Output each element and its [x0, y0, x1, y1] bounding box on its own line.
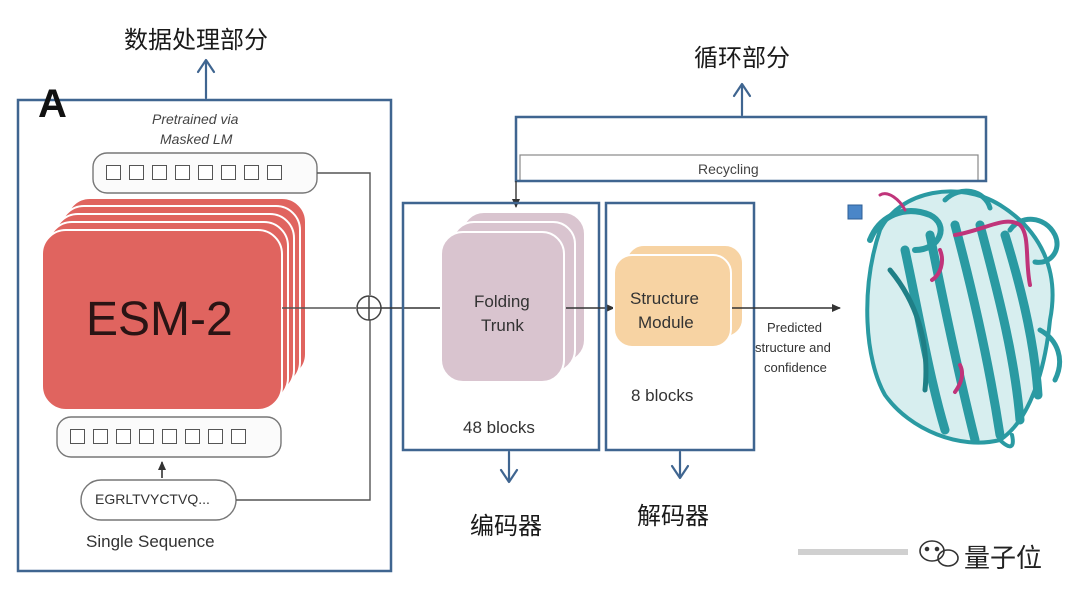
encoder-down-arrow: [499, 450, 519, 484]
trunk-blocks: 48 blocks: [463, 418, 535, 437]
recycling-up-arrow: [732, 82, 752, 117]
output-line1: Predicted: [767, 320, 822, 335]
decoder-down-arrow: [670, 450, 690, 480]
data-processing-frame: [16, 98, 393, 573]
token-cell: [221, 165, 236, 180]
panel-letter: A: [38, 82, 67, 126]
combine-plus-icon: [356, 295, 382, 321]
watermark-text: 量子位: [964, 543, 1043, 573]
single-sequence-label: Single Sequence: [86, 532, 215, 551]
sequence-connector: [236, 320, 371, 501]
output-line3: confidence: [764, 360, 827, 375]
trunk-line1: Folding: [474, 292, 530, 311]
protein-structure-image: [865, 188, 1063, 449]
token-cell: [106, 165, 121, 180]
faded-caption-fragment: [798, 549, 908, 555]
recycling-frame: [514, 115, 988, 183]
token-cell: [129, 165, 144, 180]
esm2-label: ESM-2: [86, 293, 233, 346]
token-cell: [116, 429, 131, 444]
esm2-stack: [41, 197, 307, 411]
token-cell: [175, 165, 190, 180]
embedding-tokens-top: [106, 165, 282, 180]
pretrained-line1: Pretrained via: [152, 111, 239, 127]
pretrained-line2: Masked LM: [160, 131, 233, 147]
output-line2: structure and: [755, 340, 831, 355]
data-processing-label: 数据处理部分: [124, 26, 268, 54]
module-line1: Structure: [630, 289, 699, 308]
module-line2: Module: [638, 313, 694, 332]
token-cell: [152, 165, 167, 180]
decoder-label: 解码器: [637, 502, 709, 530]
token-cell: [139, 429, 154, 444]
token-cell: [185, 429, 200, 444]
data-processing-up-arrow: [196, 58, 216, 100]
embedding-tokens-bottom: [70, 429, 246, 444]
token-cell: [208, 429, 223, 444]
token-cell: [70, 429, 85, 444]
folding-trunk-stack: [440, 211, 586, 383]
token-cell: [267, 165, 282, 180]
trunk-line2: Trunk: [481, 316, 524, 335]
embedding-connector: [317, 172, 371, 295]
recycling-label: Recycling: [698, 161, 759, 177]
encoder-frame: [401, 201, 601, 452]
token-cell: [198, 165, 213, 180]
wechat-icon: [919, 540, 959, 567]
token-cell: [93, 429, 108, 444]
structure-module-stack: [613, 244, 744, 348]
module-blocks: 8 blocks: [631, 386, 694, 405]
sequence-text: EGRLTVYCTVQ...: [95, 491, 210, 507]
marker-square: [847, 204, 863, 220]
token-cell: [244, 165, 259, 180]
token-cell: [162, 429, 177, 444]
encoder-label: 编码器: [470, 512, 542, 540]
recycling-part-label: 循环部分: [694, 44, 790, 72]
decoder-frame: [604, 201, 756, 452]
recycling-bar: [519, 154, 979, 182]
token-cell: [231, 429, 246, 444]
